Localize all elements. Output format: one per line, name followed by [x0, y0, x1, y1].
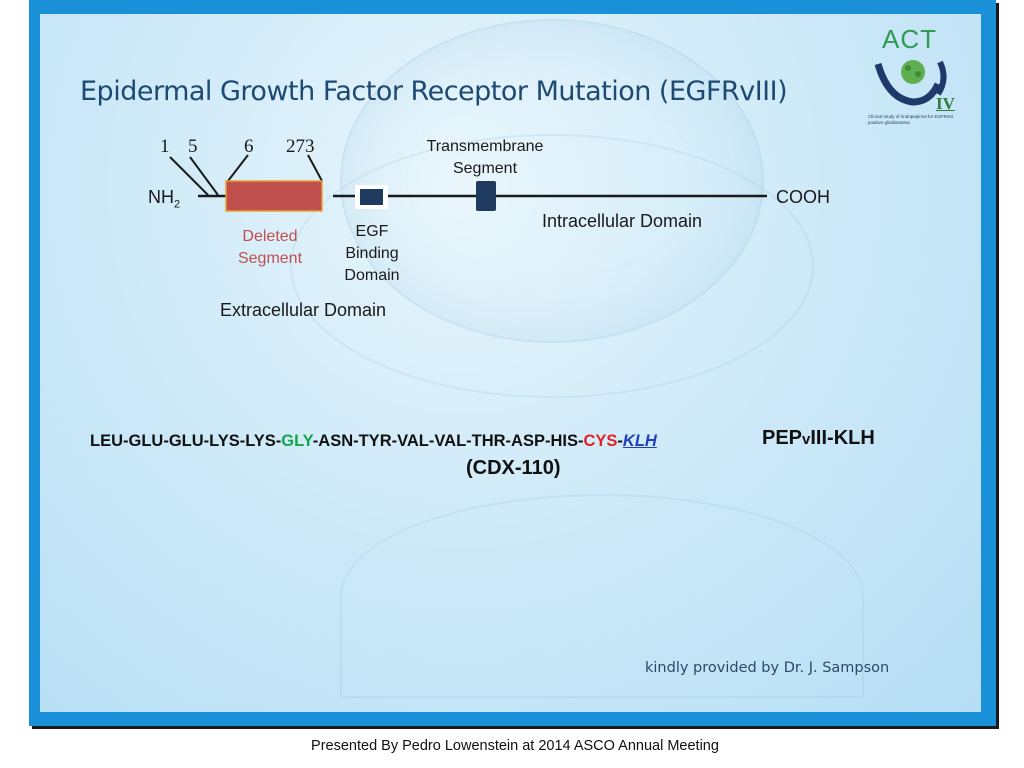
residue-tick-6 [227, 154, 249, 182]
peptide-klh: KLH [622, 432, 657, 450]
logo-text: ACT [882, 24, 937, 54]
residue-label-1: 1 [160, 136, 170, 157]
peptide-gly: GLY [281, 432, 313, 450]
residue-tick-273 [307, 154, 323, 182]
logo-numeral: IV [936, 94, 955, 113]
residue-label-5: 5 [188, 136, 198, 157]
peptide-cys: CYS [583, 432, 618, 450]
logo-emblem-icon [874, 60, 947, 106]
background-brain-outline [290, 134, 814, 398]
slide-title: Epidermal Growth Factor Receptor Mutatio… [80, 76, 788, 107]
deleted-segment-box [225, 180, 323, 212]
residue-tick-1 [169, 156, 209, 196]
peptide-name: PEPvIII-KLH [762, 427, 875, 449]
peptide-sequence: LEU-GLU-GLU-LYS-LYS-GLY-ASN-TYR-VAL-VAL-… [90, 432, 657, 450]
residue-label-6: 6 [244, 136, 254, 157]
c-terminus-label: COOH [776, 187, 830, 207]
credit-note: kindly provided by Dr. J. Sampson [645, 660, 890, 676]
background-hand-watermark [340, 494, 864, 698]
egfrviii-diagram [169, 154, 767, 212]
extracellular-domain-label: Extracellular Domain [220, 300, 387, 320]
peptide-code: (CDX-110) [466, 457, 561, 479]
egf-binding-domain-label: EGF Binding Domain [344, 223, 400, 284]
logo-caption: Clinical study of rindopepimut for EGFRv… [868, 114, 954, 125]
presentation-footer: Presented By Pedro Lowenstein at 2014 AS… [311, 738, 719, 754]
slide-canvas: Epidermal Growth Factor Receptor Mutatio… [40, 14, 981, 712]
transmembrane-segment-box [476, 181, 496, 211]
deleted-segment-label: Deleted Segment [237, 228, 303, 267]
slide-frame: Epidermal Growth Factor Receptor Mutatio… [29, 0, 996, 726]
residue-tick-5 [189, 156, 219, 196]
act-iv-logo: ACT IV Clinical study of rindopepimut fo… [868, 24, 966, 136]
n-terminus-label: NH2 [148, 187, 181, 211]
intracellular-domain-label: Intracellular Domain [542, 211, 703, 231]
egf-binding-domain-core [360, 189, 383, 205]
transmembrane-segment-label: Transmembrane Segment [426, 138, 544, 177]
residue-label-273: 273 [286, 136, 315, 157]
